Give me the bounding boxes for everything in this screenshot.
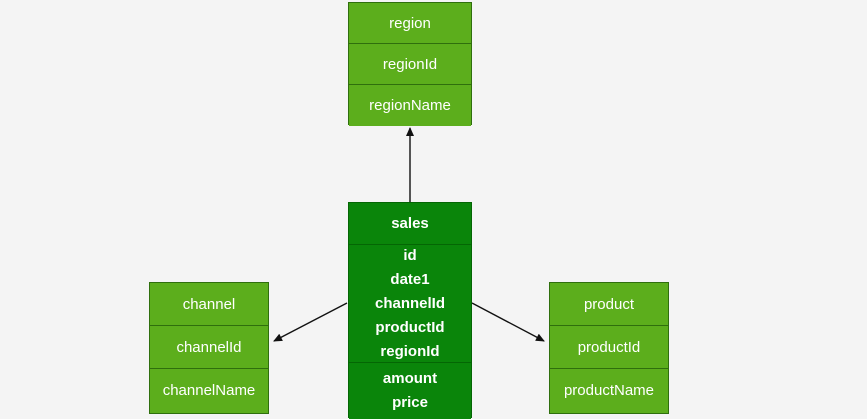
- field-label: date1: [390, 270, 430, 288]
- field-label: productName: [563, 382, 655, 399]
- entity-channel-field-1: channelName: [150, 369, 268, 412]
- entity-product-title: product: [550, 283, 668, 326]
- entity-sales-keys: id date1 channelId productId regionId: [349, 245, 471, 363]
- entity-sales-name: sales: [391, 214, 429, 232]
- field-label: regionName: [369, 97, 451, 114]
- connector-sales-to-channel: [273, 302, 348, 342]
- entity-product-field-0: productId: [550, 326, 668, 369]
- entity-channel-name: channel: [182, 295, 236, 313]
- field-label: id: [403, 246, 417, 264]
- field-label: regionId: [382, 55, 438, 73]
- entity-region-title: region: [349, 3, 471, 44]
- entity-channel-title: channel: [150, 283, 268, 326]
- entity-channel[interactable]: channel channelId channelName: [149, 282, 269, 414]
- entity-product[interactable]: product productId productName: [549, 282, 669, 414]
- entity-channel-field-0: channelId: [150, 326, 268, 369]
- field-label: channelId: [176, 338, 242, 356]
- entity-region-field-0: regionId: [349, 44, 471, 85]
- entity-product-name: product: [583, 295, 635, 313]
- entity-region-name: region: [389, 14, 431, 32]
- entity-sales-measures: amount price: [349, 363, 471, 419]
- field-label: channelName: [162, 382, 256, 399]
- field-label: amount: [382, 370, 438, 387]
- entity-sales[interactable]: sales id date1 channelId productId regio…: [348, 202, 472, 419]
- field-label: channelId: [374, 294, 445, 312]
- entity-product-field-1: productName: [550, 369, 668, 412]
- field-label: productId: [577, 338, 641, 356]
- entity-region[interactable]: region regionId regionName: [348, 2, 472, 126]
- field-label: regionId: [380, 342, 440, 360]
- connector-sales-to-product: [471, 302, 545, 342]
- field-label: price: [392, 394, 428, 411]
- entity-region-field-1: regionName: [349, 85, 471, 126]
- entity-sales-title: sales: [349, 203, 471, 245]
- field-label: productId: [375, 318, 445, 336]
